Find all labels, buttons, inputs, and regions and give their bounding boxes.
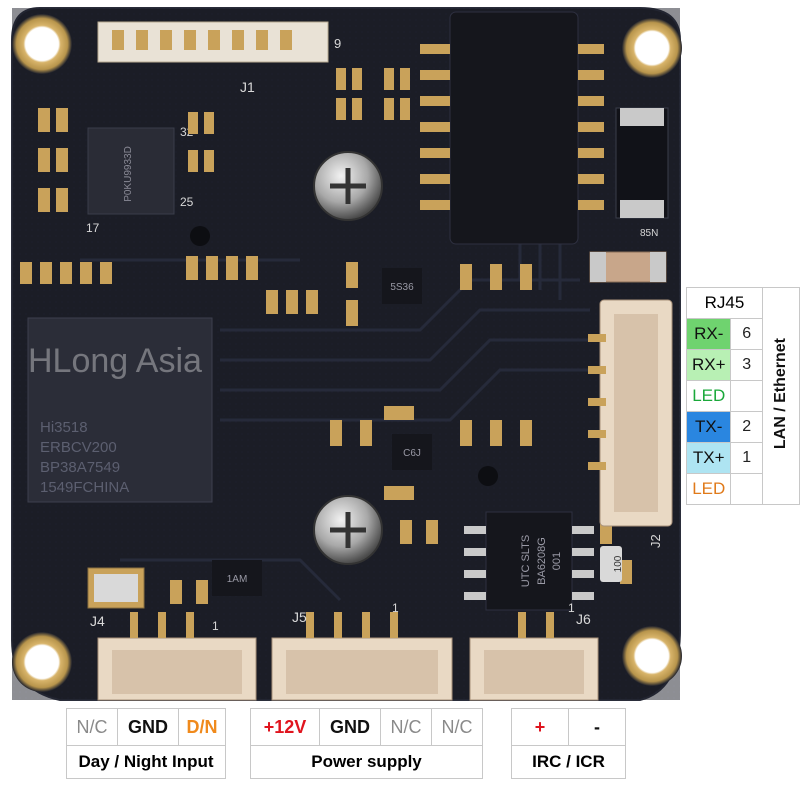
rj45-signal-4: TX+	[685, 442, 732, 474]
svg-text:Hi3518: Hi3518	[40, 419, 88, 436]
svg-text:1: 1	[568, 601, 575, 615]
qfn-chip	[87, 127, 175, 215]
small-ic-2	[392, 434, 432, 470]
irc-pin-0: +	[511, 708, 569, 746]
svg-text:85N: 85N	[640, 228, 658, 239]
mount-hole-bl	[12, 632, 72, 692]
rj45-title: RJ45	[686, 287, 763, 319]
rj45-pin-1: 3	[730, 349, 763, 381]
mount-hole-tr	[622, 18, 682, 78]
rj45-signal-1: RX+	[685, 349, 732, 381]
day_night-pin-0: N/C	[66, 708, 118, 746]
rj45-signal-2: LED	[685, 380, 732, 412]
svg-text:C6J: C6J	[403, 448, 421, 459]
svg-text:001: 001	[551, 552, 563, 570]
pin9-label: 9	[334, 36, 341, 51]
power-pin-2: N/C	[380, 708, 432, 746]
motor-driver-ic	[485, 511, 573, 611]
small-ic-1	[382, 268, 422, 304]
ethernet-transformer	[449, 11, 579, 245]
soc-chip	[27, 317, 213, 503]
j6-label: J6	[576, 611, 591, 627]
rj45-pin-3: 2	[730, 411, 763, 443]
svg-text:5S36: 5S36	[390, 282, 414, 293]
pin17-label: 17	[86, 221, 100, 235]
small-ic-3	[212, 560, 262, 596]
rj45-pin-0: 6	[730, 318, 763, 350]
j1-label: J1	[240, 79, 255, 95]
rj45-signal-0: RX-	[685, 318, 732, 350]
rj45-signal-5: LED	[685, 473, 732, 505]
mount-hole-tl	[12, 14, 72, 74]
pin25-label: 25	[180, 195, 194, 209]
irc-icr-caption: IRC / ICR	[511, 745, 626, 779]
power-pin-3: N/C	[431, 708, 483, 746]
lan-ethernet-label: LAN / Ethernet	[761, 287, 800, 505]
svg-text:BA6208G: BA6208G	[536, 537, 548, 585]
j5-label: J5	[292, 609, 307, 625]
svg-text:1: 1	[392, 601, 399, 615]
day_night-pin-2: D/N	[178, 708, 226, 746]
power-pin-1: GND	[319, 708, 381, 746]
svg-text:1: 1	[212, 619, 219, 633]
rj45-pin-4: 1	[730, 442, 763, 474]
svg-text:100: 100	[613, 555, 624, 572]
svg-text:1AM: 1AM	[227, 574, 248, 585]
mount-hole-br	[622, 626, 682, 686]
irc-pin-1: -	[568, 708, 626, 746]
svg-text:UTC SLTS: UTC SLTS	[520, 535, 532, 587]
svg-text:BP38A7549: BP38A7549	[40, 459, 120, 476]
j4-label: J4	[90, 613, 105, 629]
power-supply-caption: Power supply	[250, 745, 483, 779]
irc-icr-table: +- IRC / ICR	[511, 708, 626, 779]
day_night-pin-1: GND	[117, 708, 179, 746]
day-night-caption: Day / Night Input	[66, 745, 226, 779]
watermark: HLong Asia	[28, 342, 202, 380]
svg-text:ERBCV200: ERBCV200	[40, 439, 117, 456]
rj45-pin-5	[730, 473, 763, 505]
power-pin-0: +12V	[250, 708, 320, 746]
svg-text:1549FCHINA: 1549FCHINA	[40, 479, 129, 496]
svg-text:P0KU9933D: P0KU9933D	[123, 146, 134, 202]
rj45-pin-2	[730, 380, 763, 412]
rj45-signal-3: TX-	[685, 411, 732, 443]
j2-label: J2	[648, 534, 663, 548]
